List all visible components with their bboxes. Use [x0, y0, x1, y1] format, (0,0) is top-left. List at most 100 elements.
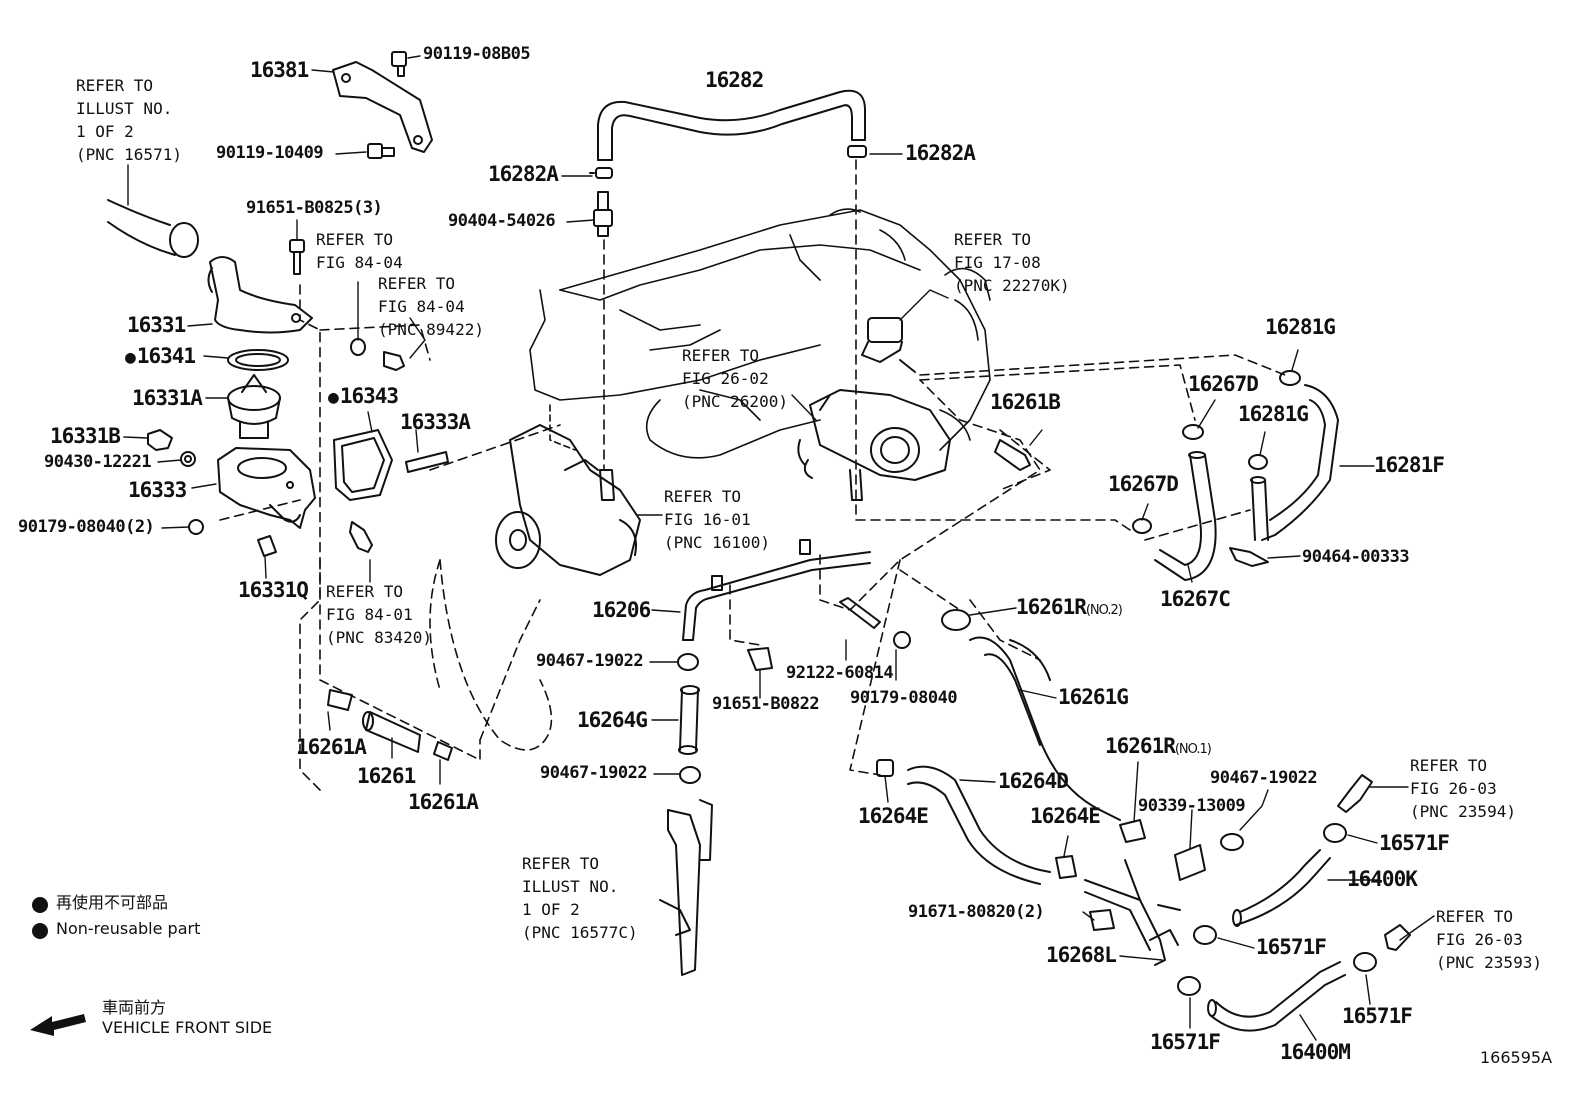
stud-16333A — [405, 451, 449, 473]
hose-16267C — [1154, 451, 1217, 581]
clamp-16261A-left — [327, 689, 353, 711]
clamp-90467-19022-c — [1220, 833, 1244, 851]
clamp-16571F-d — [1353, 952, 1377, 972]
gasket-90430-12221 — [180, 451, 196, 467]
label-16333: 16333 — [128, 478, 187, 502]
label-16333A: 16333A — [400, 410, 471, 434]
label-16571F-b: 16571F — [1256, 935, 1327, 959]
label-91651-B0822: 91651-B0822 — [712, 694, 820, 714]
pipe-16268L — [1084, 859, 1181, 966]
hose-16264D — [907, 765, 1051, 885]
ref-fig-84-01: REFER TO FIG 84-01 (PNC 83420) — [326, 582, 432, 647]
label-16261G: 16261G — [1058, 685, 1129, 709]
clamp-16281G-top — [1279, 370, 1301, 386]
label-16264D: 16264D — [998, 769, 1069, 793]
label-90179-08040: 90179-08040 — [850, 688, 958, 708]
label-90464-00333: 90464-00333 — [1302, 547, 1410, 567]
clip-90464-00333 — [1229, 547, 1269, 567]
sensor-84-04 — [350, 338, 405, 371]
label-16281G-top: 16281G — [1265, 315, 1336, 339]
label-16282: 16282 — [705, 68, 764, 92]
ref-fig-26-03-b: REFER TO FIG 26-03 (PNC 23593) — [1436, 907, 1542, 972]
hose-16281F — [1250, 384, 1339, 541]
plug-16331B — [147, 429, 173, 451]
direction-label-jp: 車両前方 — [102, 998, 167, 1017]
water-inlet-16333 — [217, 447, 316, 529]
bolt-91671-80820 — [1089, 909, 1115, 931]
hose-16261G — [969, 636, 1121, 821]
union-16261B — [994, 439, 1031, 471]
label-16261A-left: 16261A — [296, 735, 367, 759]
ref-illust-16577C: REFER TO ILLUST NO. 1 OF 2 (PNC 16577C) — [522, 854, 638, 942]
fitting-23593 — [1384, 924, 1411, 951]
label-90339-13009: 90339-13009 — [1138, 796, 1246, 816]
hose-16261 — [362, 711, 421, 753]
label-16281F: 16281F — [1374, 453, 1445, 477]
clamp-16282A-right — [847, 145, 867, 158]
label-90467-19022-c: 90467-19022 — [1210, 768, 1318, 788]
clamp-90467-19022-a — [677, 653, 699, 671]
label-16206: 16206 — [592, 598, 651, 622]
label-16267D-top: 16267D — [1188, 372, 1259, 396]
pipe-16577C — [659, 799, 713, 976]
label-16282A-left: 16282A — [488, 162, 559, 186]
gasket-16343 — [333, 429, 393, 501]
label-16400K: 16400K — [1347, 867, 1418, 891]
pipe-16206 — [682, 539, 871, 641]
direction-label-en: VEHICLE FRONT SIDE — [102, 1018, 273, 1037]
clamp-16261R-no2 — [941, 609, 971, 631]
ref-fig-26-02: REFER TO FIG 26-02 (PNC 26200) — [682, 346, 788, 411]
clamp-16282A-left — [589, 167, 613, 179]
label-16264G: 16264G — [577, 708, 648, 732]
clamp-16267D-top — [1182, 424, 1204, 440]
ref-fig-26-03-a: REFER TO FIG 26-03 (PNC 23594) — [1410, 756, 1516, 821]
legend-bullets — [32, 897, 48, 939]
clamp-16261A-right — [433, 741, 453, 761]
throttle-body — [797, 389, 951, 501]
bracket-16381 — [332, 61, 433, 153]
label-16341: 16341 — [125, 346, 196, 367]
ref-fig-16-01: REFER TO FIG 16-01 (PNC 16100) — [664, 487, 770, 552]
radiator-hose-top — [107, 199, 199, 258]
label-90179-08040-2: 90179-08040(2) — [18, 517, 155, 537]
label-16261: 16261 — [357, 764, 416, 788]
clamp-16261R-no1 — [1119, 819, 1146, 843]
water-outlet-16331 — [207, 256, 313, 334]
figure-id: 166595A — [1480, 1048, 1553, 1067]
clamp-16571F-b — [1193, 925, 1217, 945]
label-16571F-a: 16571F — [1379, 831, 1450, 855]
label-16267D-mid: 16267D — [1108, 472, 1179, 496]
label-16331B: 16331B — [50, 424, 121, 448]
hose-16400K — [1232, 849, 1331, 927]
engine-block — [529, 208, 991, 459]
hose-16400M — [1207, 961, 1346, 1032]
clamp-16264E-left — [876, 759, 894, 777]
ref-fig-17-08: REFER TO FIG 17-08 (PNC 22270K) — [954, 230, 1070, 295]
label-16331A: 16331A — [132, 386, 203, 410]
ref-fig-84-04-a: REFER TO FIG 84-04 — [316, 230, 403, 272]
label-16282A-right: 16282A — [905, 141, 976, 165]
label-16571F-c: 16571F — [1150, 1030, 1221, 1054]
isc-valve — [861, 317, 916, 373]
label-16267C: 16267C — [1160, 587, 1231, 611]
gasket-16341 — [227, 349, 289, 371]
label-16281G-mid: 16281G — [1238, 402, 1309, 426]
ref-fig-84-04-b: REFER TO FIG 84-04 (PNC 89422) — [378, 274, 484, 339]
label-16261R-no1: 16261R(NO.1) — [1105, 734, 1212, 758]
label-16264E-left: 16264E — [858, 804, 929, 828]
legend-line-en: Non-reusable part — [56, 919, 201, 938]
clamp-16267D-mid — [1132, 518, 1152, 534]
label-16400M: 16400M — [1280, 1040, 1351, 1064]
label-91651-B0825: 91651-B0825(3) — [246, 198, 383, 218]
nut-90179-08040 — [893, 631, 911, 649]
label-91671-80820: 91671-80820(2) — [908, 902, 1045, 922]
bolt-91651-B0825 — [289, 239, 305, 275]
clamp-16281G-mid — [1248, 454, 1268, 470]
thermostat-16331A — [227, 374, 281, 439]
clamp-90467-19022-b — [679, 766, 701, 784]
label-90467-19022-b: 90467-19022 — [540, 763, 648, 783]
label-16331Q: 16331Q — [238, 578, 309, 602]
label-90119-10409: 90119-10409 — [216, 143, 324, 163]
ref-illust-16571: REFER TO ILLUST NO. 1 OF 2 (PNC 16571) — [76, 76, 182, 164]
